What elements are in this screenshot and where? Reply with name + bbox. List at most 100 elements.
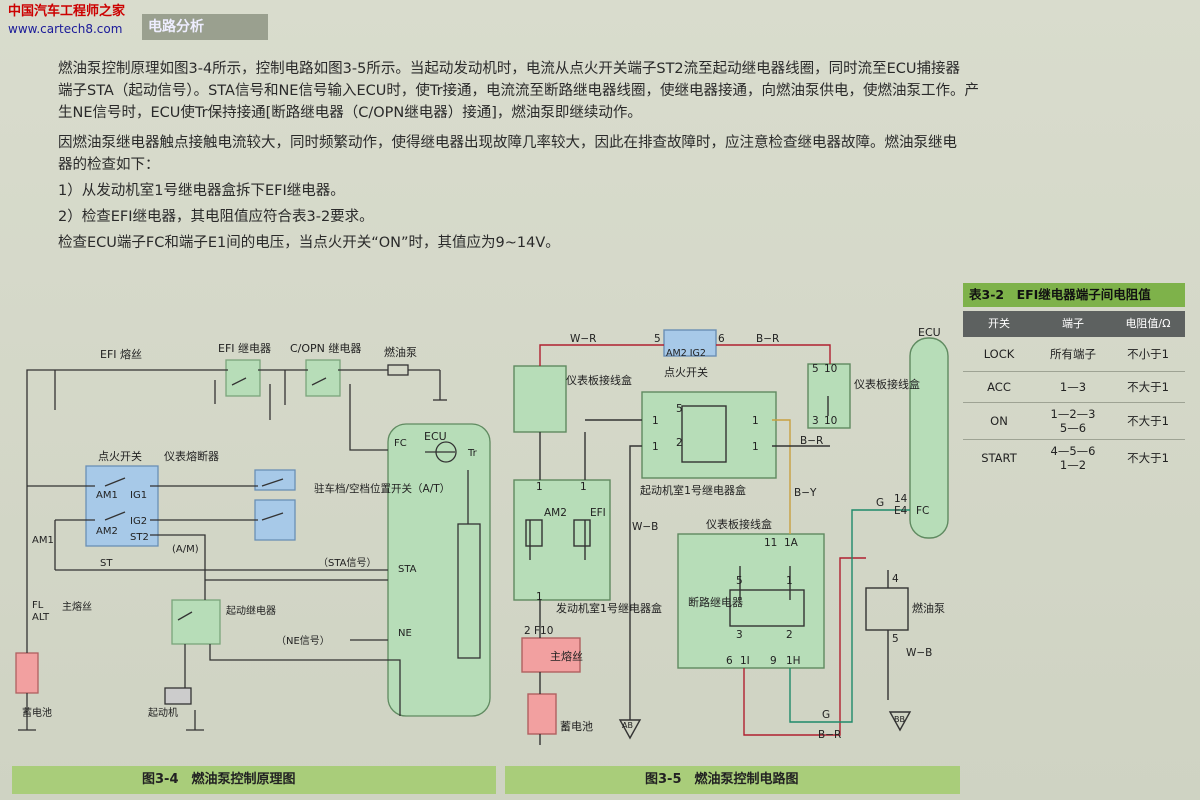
wire — [209, 644, 401, 716]
engine-box-1 — [641, 391, 777, 479]
cell-terminal: 1—2—3 5—6 — [1035, 407, 1111, 435]
label: (A/M) — [172, 544, 199, 555]
label: 1 — [752, 441, 759, 453]
ign-switch-box — [663, 329, 717, 357]
label: 9 — [770, 655, 777, 667]
cell-value: 不大于1 — [1127, 380, 1169, 394]
switch-contact — [104, 511, 126, 521]
label: 10 — [824, 415, 837, 427]
label: 5 — [654, 333, 661, 345]
switch-contact — [261, 512, 284, 521]
label: 起动机 — [148, 706, 178, 719]
terminal-line: 1—2—3 — [1050, 407, 1096, 421]
table-row: LOCK 所有端子 不小于1 — [963, 337, 1185, 372]
resistance-table: 表3-2 EFI继电器端子间电阻值 开关 端子 电阻值/Ω LOCK 所有端子 … — [963, 283, 1185, 476]
label: AM2 — [96, 526, 118, 537]
wire — [26, 369, 228, 653]
label: 燃油泵 — [384, 345, 417, 359]
label: 2 — [676, 437, 683, 449]
header-terminal: 端子 — [1062, 317, 1084, 330]
wire-br — [716, 344, 831, 364]
fig34-labels: EFI 熔丝 EFI 继电器 C/OPN 继电器 燃油泵 ECU FC Tr 点… — [22, 342, 478, 719]
label: BB — [894, 715, 905, 724]
label: 发动机室1号继电器盒 — [556, 601, 662, 615]
label: 主熔丝 — [62, 600, 92, 613]
label: 起动继电器 — [226, 604, 276, 617]
label: FC — [916, 505, 929, 517]
label: ALT — [32, 612, 50, 623]
label: 1 — [536, 591, 543, 603]
label: ECU — [424, 430, 447, 443]
label: 3 — [812, 415, 819, 427]
cell-value: 不大于1 — [1127, 451, 1169, 465]
label: W−B — [906, 647, 932, 659]
label: C/OPN 继电器 — [290, 342, 361, 355]
label: G — [876, 497, 884, 509]
label: IG1 — [130, 490, 147, 501]
watermark-url: www.cartech8.com — [8, 22, 123, 36]
label: B−R — [800, 435, 823, 447]
efi-relay-box — [225, 359, 261, 397]
relay-contact — [177, 611, 193, 621]
terminal-line: 5—6 — [1059, 421, 1087, 435]
label: 点火开关 — [98, 449, 142, 463]
figure-caption: 图3-4 燃油泵控制原理图 — [12, 766, 496, 794]
label: （NE信号） — [276, 635, 330, 647]
fig35-labels: W−R 5 6 AM2 IG2 B−R 仪表板接线盒 点火开关 仪表板接线盒 5… — [524, 326, 945, 741]
relay-contact — [311, 377, 327, 386]
label: EFI 继电器 — [218, 342, 271, 355]
label: 5 — [736, 575, 743, 587]
label: 4 — [892, 573, 899, 585]
label: 仪表熔断器 — [164, 449, 219, 463]
label: 燃油泵 — [912, 601, 945, 615]
table-row: START 4—5—6 1—2 不大于1 — [963, 440, 1185, 476]
label: 1 — [652, 441, 659, 453]
switch-contact — [261, 478, 284, 487]
cell-switch: ON — [990, 414, 1008, 428]
label: 仪表板接线盒 — [706, 517, 772, 531]
fig34-diagram — [15, 359, 491, 731]
engine-box-2 — [513, 479, 611, 601]
label: 1 — [786, 575, 793, 587]
cell-terminal: 1—3 — [1059, 380, 1087, 394]
terminal-line: 1—2 — [1059, 458, 1087, 472]
table-row: ACC 1—3 不大于1 — [963, 372, 1185, 403]
paragraph-line: 因燃油泵继电器触点接触电流较大，同时频繁动作，使得继电器出现故障几率较大，因此在… — [58, 135, 957, 151]
table-title: 表3-2 EFI继电器端子间电阻值 — [963, 283, 1185, 307]
label: B−R — [756, 333, 779, 345]
cell-value: 不大于1 — [1127, 414, 1169, 428]
label: 6 — [718, 333, 725, 345]
label: FC — [394, 438, 407, 449]
label: EFI 熔丝 — [100, 347, 142, 361]
label: 1I — [740, 655, 750, 667]
wire-g — [789, 509, 890, 723]
label: AM1 — [96, 490, 118, 501]
label: 仪表板接线盒 — [854, 377, 920, 391]
paragraph-line: 2）检查EFI继电器，其电阻值应符合表3-2要求。 — [58, 209, 374, 225]
body-text: 燃油泵控制原理如图3-4所示，控制电路如图3-5所示。当起动发动机时，电流从点火… — [58, 58, 1178, 254]
black-wires — [525, 396, 912, 745]
label: AM1 — [32, 535, 54, 546]
label: 点火开关 — [664, 365, 708, 379]
label: 10 — [824, 363, 837, 375]
label: Tr — [467, 448, 478, 459]
label: （STA信号） — [318, 557, 377, 569]
label: 1 — [652, 415, 659, 427]
label: E4 — [894, 505, 908, 517]
header-switch: 开关 — [988, 317, 1010, 330]
label: ECU — [918, 326, 941, 339]
panel-box-left — [513, 365, 567, 433]
table-header: 开关 端子 电阻值/Ω — [963, 311, 1185, 337]
label: F10 — [534, 625, 553, 637]
wire — [150, 534, 206, 580]
battery-box-right — [527, 693, 557, 735]
watermark-site-name: 中国汽车工程师之家 — [8, 4, 126, 19]
label: 1 — [536, 481, 543, 493]
label: IG2 — [130, 516, 147, 527]
label: 断路继电器 — [688, 595, 743, 609]
copn-relay-box — [305, 359, 341, 397]
transistor-symbol — [435, 441, 457, 463]
start-relay-box — [171, 599, 221, 645]
ecu-ic-block — [457, 523, 481, 659]
